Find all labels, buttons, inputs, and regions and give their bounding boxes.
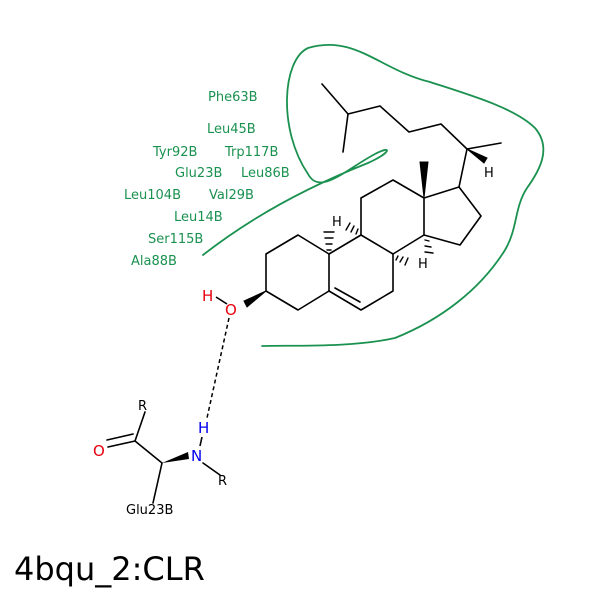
residue-label: Glu23B xyxy=(175,166,222,181)
hashed-bonds xyxy=(323,222,434,266)
oh-bond xyxy=(215,296,228,305)
amide-hydrogen-label: H xyxy=(198,419,209,437)
nh-bond xyxy=(199,436,203,447)
hydrogen-label: H xyxy=(418,257,428,272)
alpha-carbon-wedge xyxy=(162,452,189,463)
residue-label: Val29B xyxy=(209,188,254,203)
diagram-title: 4bqu_2:CLR xyxy=(14,550,205,588)
residue-label: Trp117B xyxy=(224,145,278,160)
residue-label: Ser115B xyxy=(148,232,203,247)
stereo-bonds xyxy=(243,148,488,308)
residue-label: Leu14B xyxy=(174,210,223,225)
residue-label: Ala88B xyxy=(131,254,177,269)
carbonyl-oxygen-label: O xyxy=(93,442,105,460)
hydrogen-label: H xyxy=(484,166,494,181)
residue-label: Leu86B xyxy=(241,166,290,181)
hydrogen-label: H xyxy=(332,215,342,230)
residue-label: Tyr92B xyxy=(152,145,197,160)
hydrophobic-contact-outline xyxy=(202,43,545,347)
hydroxyl-hydrogen-label: H xyxy=(202,287,213,305)
hydrogen-bond xyxy=(206,317,230,419)
ligand-residue-label: Glu23B xyxy=(126,503,173,518)
residue-label: Leu104B xyxy=(124,188,181,203)
r-group-label: R xyxy=(218,474,227,489)
cholesterol-bonds xyxy=(265,83,502,311)
r-group-label: R xyxy=(138,399,147,414)
residue-label: Leu45B xyxy=(207,122,256,137)
residue-label: Phe63B xyxy=(208,90,258,105)
partner-fragment-bonds xyxy=(106,411,221,504)
amide-nitrogen-label: N xyxy=(191,447,202,465)
hydroxyl-oxygen-label: O xyxy=(225,301,237,319)
